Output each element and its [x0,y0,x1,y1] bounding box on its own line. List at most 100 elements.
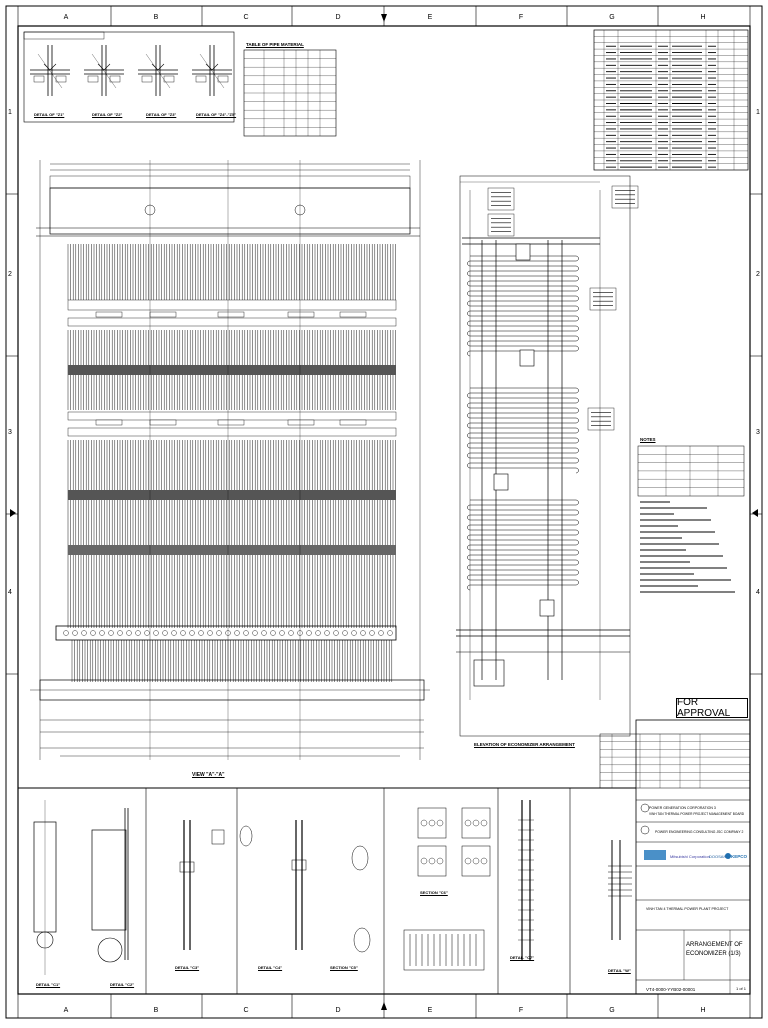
notes-title: NOTES [640,437,656,442]
drawing-title-line2: ECONOMIZER (1/3) [686,951,741,957]
revision-table [599,733,751,789]
tube-bank-upper [67,244,396,300]
column-label-top: E [428,14,433,21]
callout-box [611,185,639,209]
detail-z1-caption: DETAIL OF "Z1" [34,112,65,117]
column-label-bottom: E [428,1007,433,1014]
detail-sketch [84,45,124,96]
center-mark-bottom [381,1002,387,1010]
consultant-logo [640,825,650,835]
row-label-left: 2 [8,271,12,278]
baffle-band [68,365,396,375]
column-label-top: F [519,14,523,21]
detail-z4-caption: DETAIL OF "Z4"-"Z5" [196,112,237,117]
section-cell [461,807,491,839]
sheet-number: 1 of 1 [736,986,747,991]
section-c5-caption: SECTION "C5" [330,965,358,970]
project-title: VINH TAN 4 THERMAL POWER PLANT PROJECT [646,907,729,911]
owner-board: VINH TAN THERMAL POWER PROJECT MANAGEMEN… [649,812,745,816]
detail-z3-caption: DETAIL OF "Z3" [146,112,177,117]
owner-logo [640,803,650,813]
detail-sketch [192,45,232,96]
section-cell [461,845,491,877]
column-label-top: H [700,14,705,21]
column-label-bottom: H [700,1007,705,1014]
column-label-bottom: F [519,1007,523,1014]
approval-stamp: FOR APPROVAL [676,697,748,719]
detail-sketch [138,45,178,96]
detail-c1-caption: DETAIL "C1" [36,982,61,987]
pipe-table-title: TABLE OF PIPE MATERIAL [246,42,304,47]
row-label-left: 3 [8,429,12,436]
column-label-top: C [243,14,248,21]
header-beam [49,187,411,235]
notes-block [637,445,745,593]
coil-middle [467,387,579,474]
center-mark-left [10,509,16,517]
header-box [519,349,535,367]
pipe-material-table [243,49,337,137]
top-details-frame [23,31,235,123]
section-cell [417,807,447,839]
callout-box [589,287,617,311]
bottom-header [55,625,397,641]
main-view-caption: VIEW "A"-"A" [192,772,225,778]
outlet-nozzle [473,659,505,687]
owner-name: POWER GENERATION CORPORATION 3 [649,806,716,810]
drawing-number: VT4-0000-YYB02-00001 [646,987,696,992]
contractor-doosan: DOOSAN [709,854,727,859]
row-label-right: 1 [756,109,760,116]
column-label-top: G [609,14,614,21]
title-block-frame [635,719,751,995]
contractor-mitsubishi: Mitsubishi Corporation [670,854,710,859]
section-cell [417,845,447,877]
bottom-details [33,788,632,994]
section-c6-tubes [403,929,485,971]
detail-c4-caption: DETAIL "C4" [258,965,283,970]
main-front-view [30,160,430,760]
contractor-kepco: KEPCO [731,854,748,859]
column-label-bottom: D [335,1007,340,1014]
column-label-bottom: G [609,1007,614,1014]
support-row [67,299,397,311]
detail-w-caption: DETAIL "W" [608,968,631,973]
title-block [599,719,751,995]
side-view-frame [459,175,631,737]
mitsubishi-logo-mark [644,850,666,860]
header-box [539,599,555,617]
tube-bank-outlet [71,640,393,682]
column-label-bottom: B [154,1007,159,1014]
detail-c7-caption: DETAIL "C7" [510,955,535,960]
side-view-caption: ELEVATION OF ECONOMIZER ARRANGEMENT [474,742,575,747]
top-details [23,31,235,123]
baffle-band-3 [68,545,396,555]
column-label-top: A [64,14,69,21]
kepco-logo-mark [725,853,731,859]
detail-sketch [30,45,70,96]
consultant-name: POWER ENGINEERING CONSULTING JSC COMPANY… [655,830,744,834]
row-label-right: 2 [756,271,760,278]
baffle-band-2 [68,490,396,500]
column-label-bottom: A [64,1007,69,1014]
header-box [493,473,509,491]
detail-z2-caption: DETAIL OF "Z2" [92,112,123,117]
header-box [515,243,531,261]
detail-c3-caption: DETAIL "C3" [175,965,200,970]
row-label-right: 4 [756,589,760,596]
callout-box [487,187,515,211]
section-c6-caption: SECTION "C6" [420,890,448,895]
row-label-left: 1 [8,109,12,116]
callout-box [587,407,615,431]
column-label-top: B [154,14,159,21]
detail-c2-plate [91,829,127,931]
column-label-bottom: C [243,1007,248,1014]
side-elevation-view [456,175,639,737]
coil-upper [467,255,579,357]
row-label-left: 4 [8,589,12,596]
tube-bank-lower [67,440,396,628]
parts-list-table [593,29,749,171]
drawing-title-line1: ARRANGEMENT OF [686,942,743,948]
center-mark-right [752,509,758,517]
